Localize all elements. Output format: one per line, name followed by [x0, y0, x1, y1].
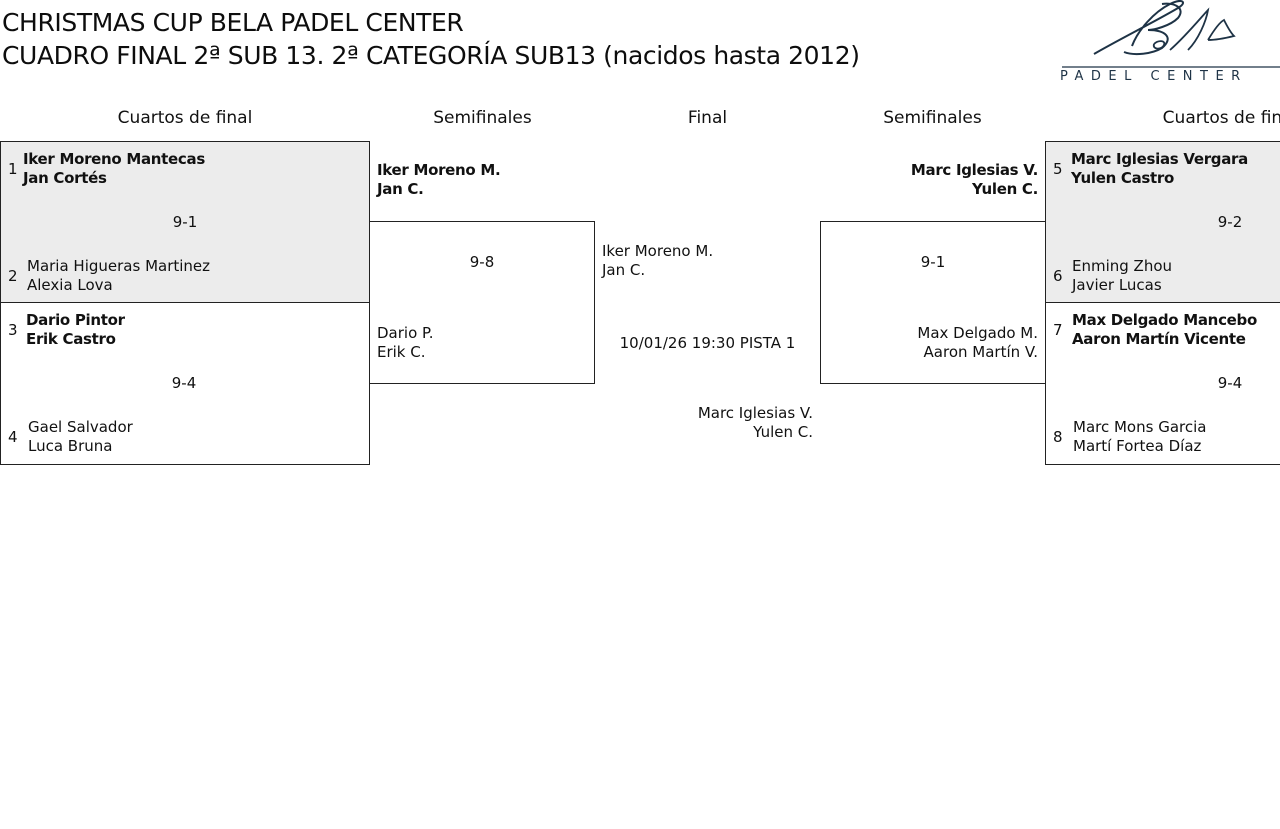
player-name: Marc Iglesias V. — [910, 161, 1038, 179]
left-quarterfinal-2: 3 Dario Pintor Erik Castro 9-4 4 Gael Sa… — [0, 302, 370, 465]
player-name: Aaron Martín Vicente — [1072, 330, 1246, 348]
player-name: Dario Pintor — [26, 311, 125, 329]
round-header-left-quarters: Cuartos de final — [117, 108, 253, 128]
player-name: Marc Iglesias V. — [697, 404, 813, 422]
right-quarters-column: 5 Marc Iglesias Vergara Yulen Castro 9-2… — [1045, 141, 1280, 471]
bela-logo: PADEL CENTER — [1058, 0, 1280, 86]
final-schedule: 10/01/26 19:30 PISTA 1 — [619, 334, 796, 352]
logo-subtitle: PADEL CENTER — [1060, 69, 1248, 84]
left-quarterfinal-1: 1 Iker Moreno Mantecas Jan Cortés 9-1 2 … — [0, 141, 370, 303]
player-name: Aaron Martín V. — [923, 343, 1038, 361]
match-score: 9-2 — [1217, 213, 1243, 231]
player-name: Erik C. — [377, 343, 426, 361]
round-header-final: Final — [687, 108, 728, 128]
player-name: Luca Bruna — [28, 437, 113, 455]
player-name: Marc Iglesias Vergara — [1071, 150, 1248, 168]
round-header-right-quarters: Cuartos de final — [1162, 108, 1280, 128]
player-name: Max Delgado M. — [917, 324, 1038, 342]
player-name: Jan C. — [377, 180, 424, 198]
round-header-left-semis: Semifinales — [433, 108, 532, 128]
player-name: Iker Moreno Mantecas — [23, 150, 205, 168]
match-score: 9-4 — [171, 374, 197, 392]
player-name: Jan C. — [602, 261, 646, 279]
team-name-5: Marc Iglesias Vergara Yulen Castro — [1071, 150, 1248, 188]
player-name: Gael Salvador — [28, 418, 133, 436]
seed-number: 8 — [1053, 428, 1063, 446]
player-name: Marc Mons Garcia — [1073, 418, 1207, 436]
final-team-top: Iker Moreno M. Jan C. — [602, 242, 713, 280]
player-name: Dario P. — [377, 324, 434, 342]
title-line-1: CHRISTMAS CUP BELA PADEL CENTER — [2, 8, 464, 37]
player-name: Martí Fortea Díaz — [1073, 437, 1202, 455]
right-semi-team-bottom: Max Delgado M. Aaron Martín V. — [821, 324, 1038, 362]
match-score: 9-8 — [469, 253, 495, 271]
player-name: Alexia Lova — [27, 276, 113, 294]
player-name: Enming Zhou — [1072, 257, 1173, 275]
player-name: Yulen C. — [753, 423, 813, 441]
player-name: Erik Castro — [26, 330, 116, 348]
match-score: 9-1 — [920, 253, 946, 271]
right-quarterfinal-2: 7 Max Delgado Mancebo Aaron Martín Vicen… — [1045, 302, 1280, 465]
team-name-6: Enming Zhou Javier Lucas — [1072, 257, 1172, 295]
player-name: Jan Cortés — [23, 169, 107, 187]
team-name-7: Max Delgado Mancebo Aaron Martín Vicente — [1072, 311, 1257, 349]
right-semi-team-top: Marc Iglesias V. Yulen C. — [820, 161, 1038, 199]
player-name: Iker Moreno M. — [377, 161, 501, 179]
left-semi-team-top: Iker Moreno M. Jan C. — [377, 161, 501, 199]
team-name-4: Gael Salvador Luca Bruna — [28, 418, 133, 456]
right-semifinal: 9-1 Max Delgado M. Aaron Martín V. — [820, 221, 1046, 384]
left-semi-team-bottom: Dario P. Erik C. — [377, 324, 434, 362]
seed-number: 6 — [1053, 267, 1063, 285]
right-quarterfinal-1: 5 Marc Iglesias Vergara Yulen Castro 9-2… — [1045, 141, 1280, 303]
match-score: 9-4 — [1217, 374, 1243, 392]
title-line-2: CUADRO FINAL 2ª SUB 13. 2ª CATEGORÍA SUB… — [2, 41, 860, 70]
seed-number: 5 — [1053, 160, 1063, 178]
team-name-1: Iker Moreno Mantecas Jan Cortés — [23, 150, 205, 188]
seed-number: 1 — [8, 160, 18, 178]
seed-number: 7 — [1053, 321, 1063, 339]
player-name: Yulen Castro — [1071, 169, 1174, 187]
player-name: Javier Lucas — [1072, 276, 1162, 294]
seed-number: 2 — [8, 267, 18, 285]
match-score: 9-1 — [172, 213, 198, 231]
seed-number: 4 — [8, 428, 18, 446]
bela-logo-mark — [1062, 0, 1280, 68]
team-name-8: Marc Mons Garcia Martí Fortea Díaz — [1073, 418, 1206, 456]
player-name: Maria Higueras Martinez — [27, 257, 211, 275]
player-name: Iker Moreno M. — [602, 242, 714, 260]
round-header-right-semis: Semifinales — [883, 108, 982, 128]
team-name-2: Maria Higueras Martinez Alexia Lova — [27, 257, 210, 295]
final-team-bottom: Marc Iglesias V. Yulen C. — [600, 404, 813, 442]
player-name: Max Delgado Mancebo — [1072, 311, 1257, 329]
player-name: Yulen C. — [972, 180, 1038, 198]
team-name-3: Dario Pintor Erik Castro — [26, 311, 125, 349]
left-semifinal: 9-8 Dario P. Erik C. — [369, 221, 595, 384]
seed-number: 3 — [8, 321, 18, 339]
